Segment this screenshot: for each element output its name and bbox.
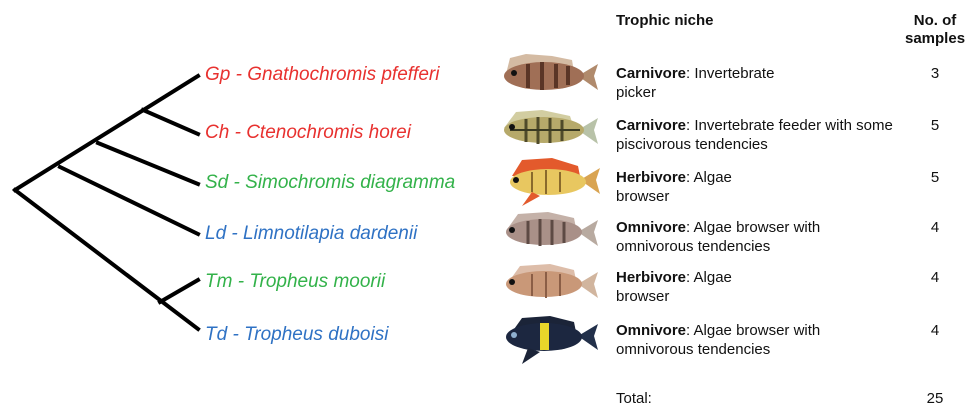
species-abbr: Td [205, 324, 227, 345]
species-sep: - [229, 122, 246, 143]
sample-count: 4 [905, 218, 965, 237]
species-label-tm: Tm - Tropheus moorii [205, 271, 385, 293]
species-name: Tropheus moorii [249, 271, 385, 292]
tree-branch-ch [143, 110, 198, 134]
samples-header-line1: No. of [905, 12, 965, 30]
niche-cell: Herbivore: Algae browser [616, 268, 766, 306]
species-name: Tropheus duboisi [244, 324, 388, 345]
species-sep: - [226, 223, 243, 244]
species-sep: - [227, 324, 244, 345]
niche-type: Omnivore [616, 322, 686, 339]
tree-branch-sd [98, 143, 198, 184]
niche-cell: Omnivore: Algae browser with omnivorous … [616, 218, 861, 256]
species-label-ch: Ch - Ctenochromis horei [205, 122, 411, 144]
species-sep: - [230, 64, 247, 85]
tree-branch-tm [160, 280, 198, 302]
niche-type: Herbivore [616, 169, 686, 186]
niche-cell: Carnivore: Invertebrate picker [616, 64, 806, 102]
sample-count: 4 [905, 268, 965, 287]
fish-photo-gnathochromis-pfefferi [492, 48, 602, 104]
species-name: Gnathochromis pfefferi [247, 64, 439, 85]
niche-type: Carnivore [616, 117, 686, 134]
samples-header-line2: samples [905, 30, 965, 48]
tree-branch-root-to-td [15, 190, 198, 329]
fish-photo-tropheus-moorii [492, 258, 602, 310]
fish-photo-tropheus-duboisi [492, 310, 602, 366]
total-label: Total: [616, 390, 652, 408]
total-value: 25 [905, 390, 965, 408]
species-abbr: Sd [205, 172, 228, 193]
sample-count: 4 [905, 321, 965, 340]
species-abbr: Gp [205, 64, 230, 85]
species-sep: - [232, 271, 249, 292]
species-label-sd: Sd - Simochromis diagramma [205, 172, 455, 194]
species-name: Limnotilapia dardenii [243, 223, 417, 244]
species-label-td: Td - Tropheus duboisi [205, 324, 388, 346]
sample-count: 5 [905, 116, 965, 135]
species-label-gp: Gp - Gnathochromis pfefferi [205, 64, 439, 86]
species-sep: - [228, 172, 245, 193]
species-name: Ctenochromis horei [246, 122, 411, 143]
niche-column-header: Trophic niche [616, 12, 714, 30]
niche-cell: Omnivore: Algae browser with omnivorous … [616, 321, 861, 359]
niche-cell: Herbivore: Algae browser [616, 168, 766, 206]
fish-photo-limnotilapia-dardenii [492, 206, 602, 258]
sample-count: 3 [905, 64, 965, 83]
species-abbr: Tm [205, 271, 232, 292]
species-name: Simochromis diagramma [245, 172, 455, 193]
niche-type: Carnivore [616, 65, 686, 82]
niche-cell: Carnivore: Invertebrate feeder with some… [616, 116, 901, 154]
species-label-ld: Ld - Limnotilapia dardenii [205, 223, 417, 245]
niche-type: Omnivore [616, 219, 686, 236]
fish-photo-simochromis-diagramma [492, 154, 604, 210]
niche-type: Herbivore [616, 269, 686, 286]
species-abbr: Ch [205, 122, 229, 143]
species-abbr: Ld [205, 223, 226, 244]
samples-column-header: No. of samples [905, 12, 965, 48]
sample-count: 5 [905, 168, 965, 187]
fish-photo-ctenochromis-horei [492, 104, 602, 156]
